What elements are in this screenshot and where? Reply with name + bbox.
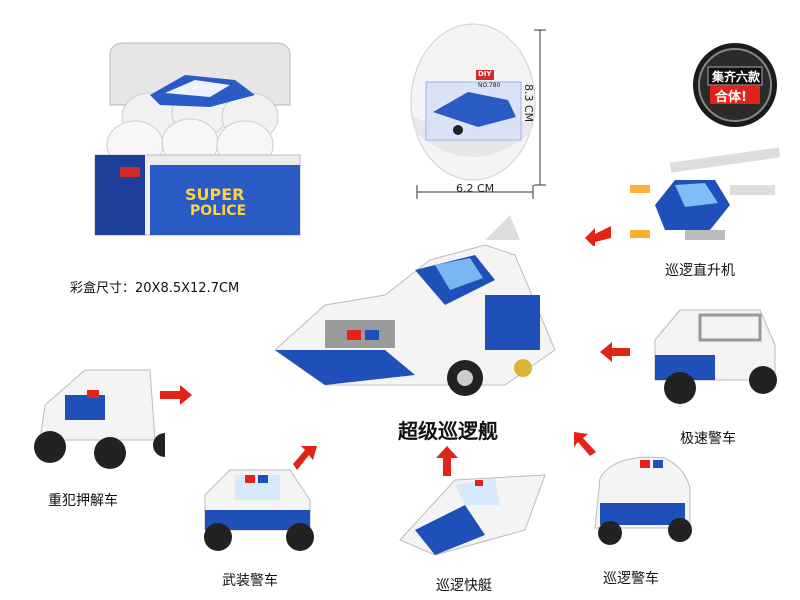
main-ship-model <box>274 215 556 396</box>
patrol-car-label: 巡逻警车 <box>603 571 659 587</box>
model-prisoner-van <box>34 369 165 469</box>
patrol-boat-label: 巡逻快艇 <box>436 578 492 594</box>
arrow-icon <box>574 432 596 456</box>
box-brand-line2: POLICE <box>190 203 247 219</box>
model-patrol-boat <box>399 474 546 556</box>
arrow-icon <box>600 342 630 362</box>
capsule-no-label: NO.780 <box>478 82 501 89</box>
model-speed-car <box>654 309 777 404</box>
capsule-height-label: 8.3 CM <box>522 84 535 123</box>
arrow-icon <box>585 226 611 246</box>
capsule-width-label: 6.2 CM <box>456 182 495 195</box>
badge-bottom-text: 合体! <box>715 90 747 105</box>
capsule: DIY NO.780 <box>398 22 548 197</box>
capsule-diy-label: DIY <box>478 70 492 78</box>
model-patrol-car <box>594 456 692 545</box>
arrow-icon <box>293 446 317 470</box>
badge-top-text: 集齐六款 <box>712 70 761 84</box>
box-brand-line1: SUPER <box>185 185 245 204</box>
speed-car-label: 极速警车 <box>680 431 736 447</box>
model-armed-car <box>204 469 314 551</box>
collect-badge: 集齐六款 合体! <box>690 40 780 130</box>
box-size-label: 彩盒尺寸：20X8.5X12.7CM <box>70 281 240 296</box>
display-box-illustration <box>94 42 301 236</box>
capsule-dimension-lines <box>416 29 546 199</box>
main-model-name: 超级巡逻舰 <box>398 419 498 443</box>
prisoner-van-label: 重犯押解车 <box>48 493 118 509</box>
arrow-icon <box>160 385 192 405</box>
model-helicopter <box>630 147 781 240</box>
arrow-icon <box>436 446 458 476</box>
helicopter-label: 巡逻直升机 <box>665 263 735 279</box>
badge-shape <box>693 43 777 127</box>
armed-car-label: 武装警车 <box>222 573 278 589</box>
capsule-illustration <box>410 23 536 181</box>
display-box: SUPER POLICE <box>90 25 305 240</box>
